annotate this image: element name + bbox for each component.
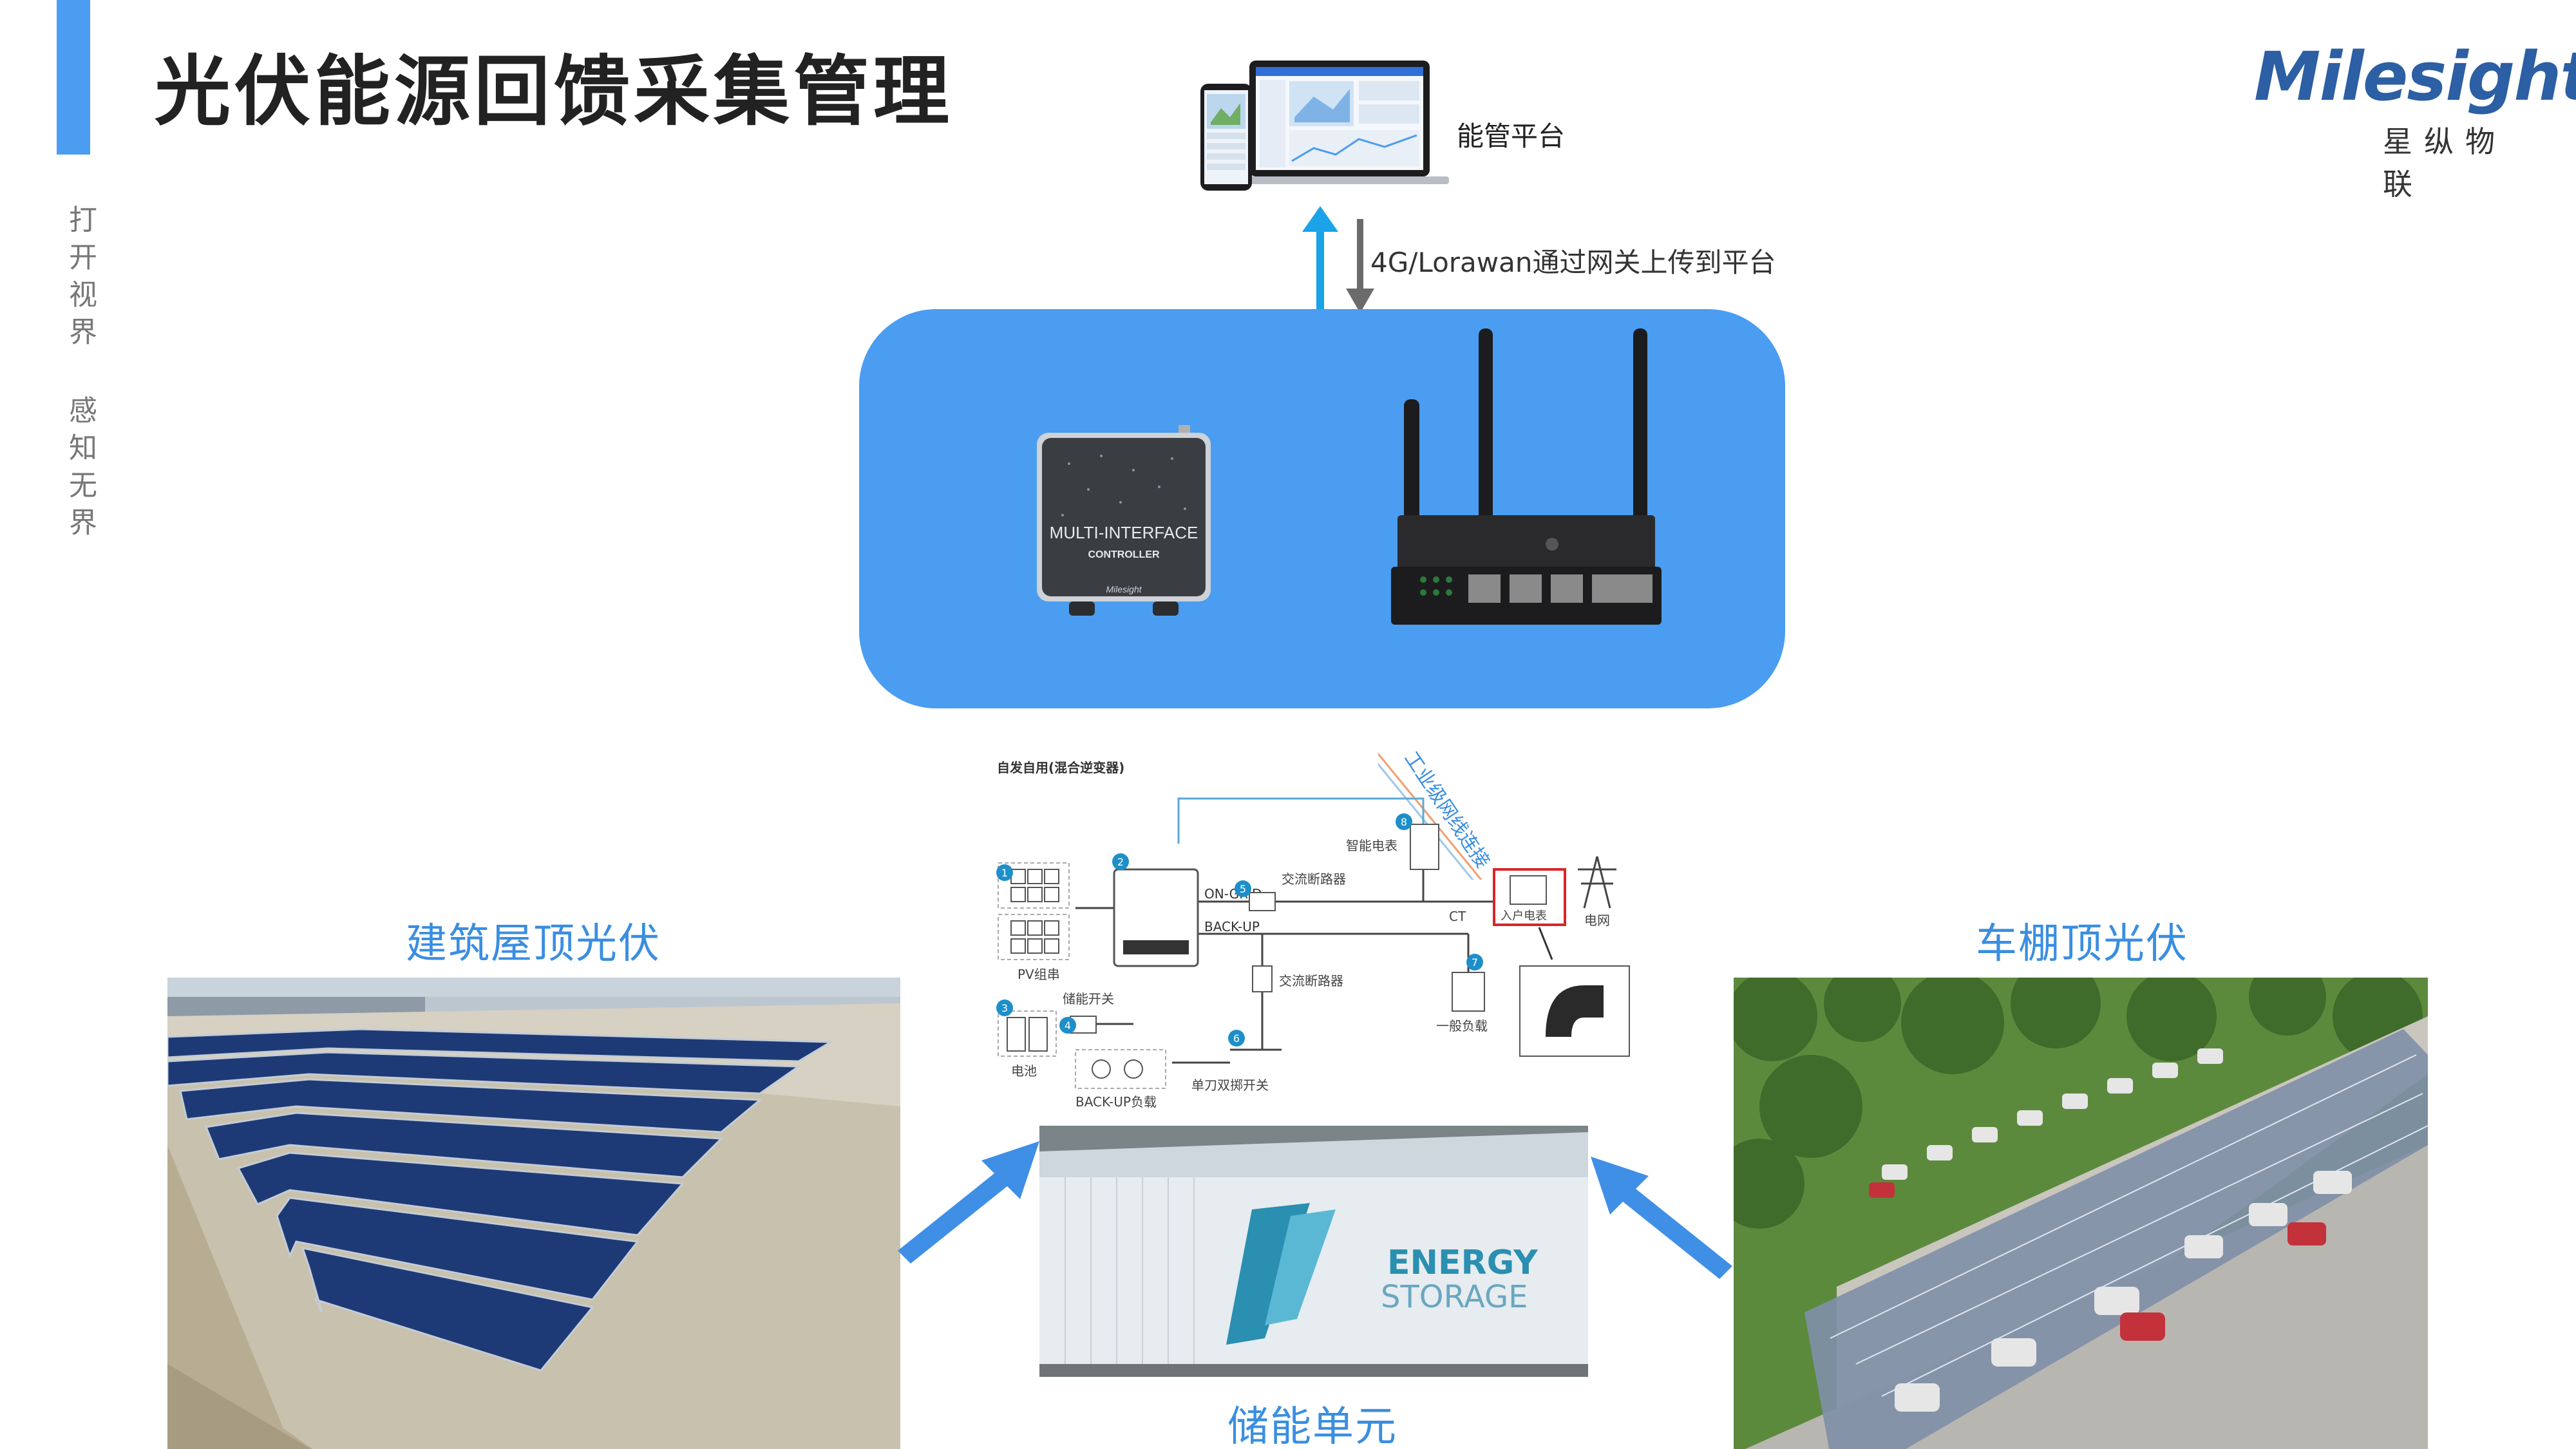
inverter-icon [1113, 868, 1199, 967]
upload-arrow-icon [1302, 206, 1338, 316]
building-rooftop-pv-photo [167, 978, 900, 1449]
arrow-building-to-storage-icon [898, 1141, 1039, 1264]
badge-1: 1 [1001, 867, 1008, 879]
ac-breaker-1-label: 交流断路器 [1282, 871, 1346, 887]
carport-pv-photo [1734, 978, 2428, 1449]
ct-label: CT [1449, 909, 1466, 924]
ac-breaker-2-label: 交流断路器 [1279, 973, 1343, 989]
side-slogan: 打开视界 感知无界 [59, 205, 97, 545]
battery-label: 电池 [1011, 1063, 1037, 1079]
home-meter-icon [1493, 868, 1566, 926]
back-up-label: BACK-UP [1204, 919, 1260, 934]
battery-icon [998, 1010, 1057, 1057]
grid-label: 电网 [1584, 913, 1610, 928]
page-title: 光伏能源回馈采集管理 [155, 47, 954, 136]
accent-bar [57, 0, 90, 155]
smart-meter-label: 智能电表 [1346, 838, 1397, 853]
energy-storage-photo: ENERGY STORAGE [1039, 1126, 1588, 1377]
wiring-diagram: PV组串 ON-GRID BACK-UP 电池 储能开关 交流断路器 交流断路器… [996, 797, 1630, 1110]
gateway-container [859, 309, 1785, 708]
controller-brand: Milesight [1106, 584, 1142, 594]
backup-load-icon [1075, 1049, 1166, 1089]
logo-subtitle: 星纵物联 [2383, 124, 2506, 202]
pv-string-label: PV组串 [1018, 967, 1060, 982]
router-image [1391, 328, 1662, 625]
controller-label-2: CONTROLLER [1088, 549, 1160, 560]
platform-devices-image [1200, 61, 1449, 191]
arrow-carport-to-storage-icon [1591, 1157, 1732, 1279]
storage-switch-label: 储能开关 [1063, 991, 1114, 1007]
storage-text-2: STORAGE [1381, 1279, 1528, 1315]
slogan-line-1: 打开视界 [64, 205, 97, 354]
ct-clamp-icon [1519, 965, 1630, 1057]
badge-5: 5 [1240, 883, 1246, 895]
badge-8: 8 [1401, 816, 1407, 828]
badge-7: 7 [1472, 956, 1478, 969]
logo-wordmark: Milesight [2254, 37, 2576, 116]
download-arrow-icon [1346, 219, 1374, 313]
slogan-line-2: 感知无界 [64, 395, 97, 545]
backup-load-label: BACK-UP负载 [1075, 1094, 1157, 1110]
controller-image: MULTI-INTERFACE CONTROLLER Milesight [1037, 425, 1211, 616]
general-load-icon [1452, 972, 1485, 1012]
ac-breaker-1-icon [1249, 892, 1276, 911]
storage-text-1: ENERGY [1387, 1244, 1539, 1282]
badge-2: 2 [1117, 856, 1124, 868]
dpdt-switch-label: 单刀双掷开关 [1191, 1077, 1269, 1093]
diagram-title: 自发自用(混合逆变器) [997, 760, 1125, 775]
milesight-logo: Milesight 星纵物联 [2254, 33, 2576, 202]
building-pv-label: 建筑屋顶光伏 [406, 920, 661, 968]
grid-tower-icon [1578, 856, 1616, 909]
general-load-label: 一般负载 [1436, 1018, 1488, 1034]
smart-meter-icon [1410, 824, 1439, 870]
badge-6: 6 [1233, 1032, 1240, 1045]
link-arrows [1302, 206, 1374, 316]
link-label: 4G/Lorawan通过网关上传到平台 [1370, 247, 1776, 278]
pv-panels-icon [998, 862, 1070, 960]
badge-3: 3 [1001, 1002, 1008, 1014]
home-meter-label: 入户电表 [1501, 909, 1547, 923]
controller-label-1: MULTI-INTERFACE [1050, 523, 1198, 542]
badge-4: 4 [1065, 1019, 1071, 1032]
ac-breaker-2-icon [1252, 965, 1273, 992]
platform-label: 能管平台 [1457, 120, 1566, 152]
carport-pv-label: 车棚顶光伏 [1976, 920, 2188, 968]
storage-unit-label: 储能单元 [1227, 1403, 1397, 1449]
